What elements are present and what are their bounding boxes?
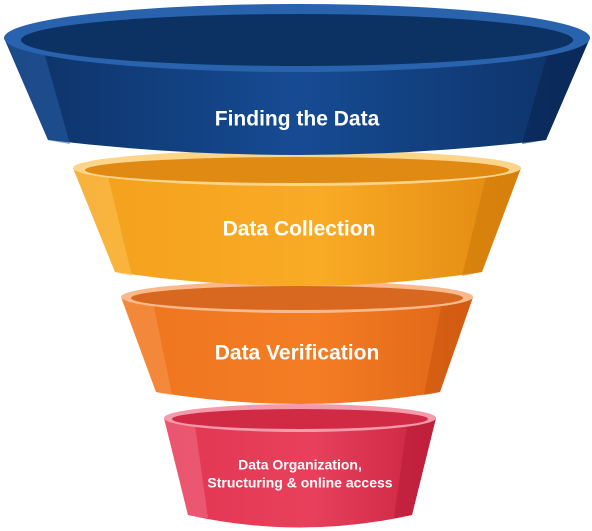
- stage-3-label: Data Verification: [215, 342, 380, 365]
- funnel-stage-2: Data Collection: [73, 150, 521, 286]
- stage-2-label: Data Collection: [223, 218, 376, 241]
- stage-4-label-line1: Data Organization,: [238, 457, 362, 473]
- stage-4-label-line2: Structuring & online access: [207, 475, 392, 491]
- funnel-stage-4: Data Organization, Structuring & online …: [164, 404, 436, 528]
- funnel-stage-3: Data Verification: [121, 281, 473, 404]
- funnel-stage-1: Finding the Data: [4, 4, 590, 155]
- stage-1-label: Finding the Data: [215, 108, 380, 131]
